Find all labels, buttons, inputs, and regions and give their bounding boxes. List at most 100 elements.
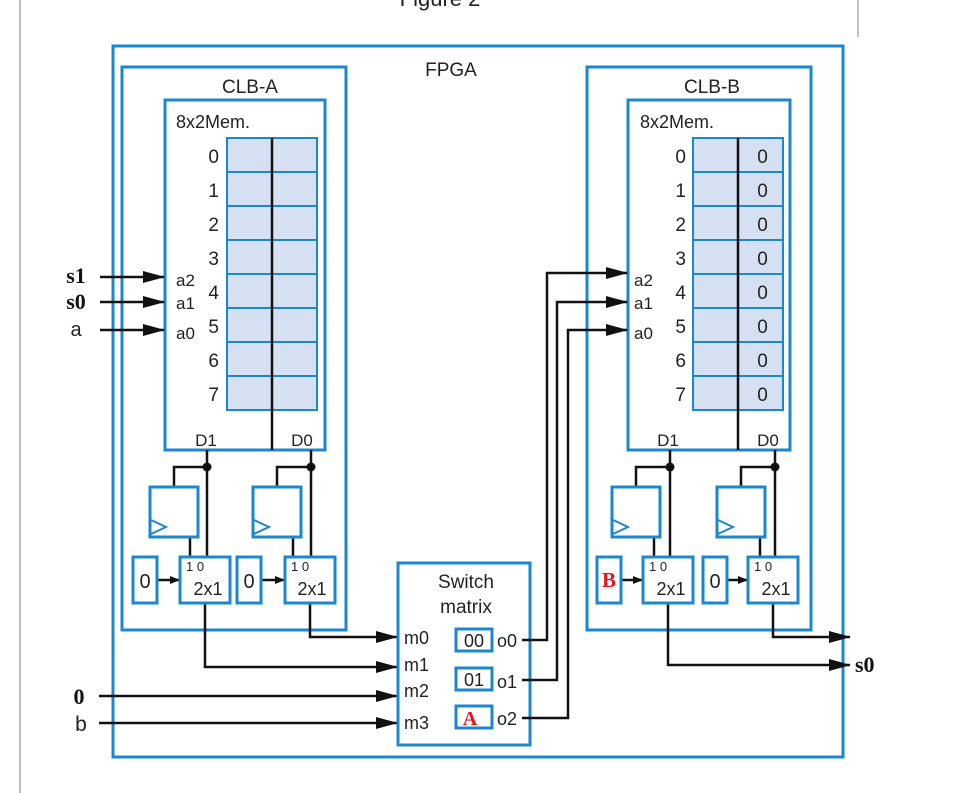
input-s1-label: s1 (66, 263, 86, 288)
clb-a-cell-d0 (271, 375, 318, 411)
clb-a-row-number: 6 (208, 351, 219, 372)
wire-mux-a0-m0 (308, 603, 398, 643)
clb-a-cell-d1 (226, 239, 273, 275)
clb-b-row-number: 2 (675, 215, 686, 236)
clb-b-addr-a0: a0 (634, 324, 653, 343)
input-s0-label: s0 (66, 289, 86, 314)
clb-a-cell-d1 (226, 171, 273, 207)
clb-b-addr-a1: a1 (634, 294, 653, 313)
clb-a-memory-label: 8x2Mem. (176, 112, 250, 132)
clb-b-cell-d0-value: 0 (757, 317, 768, 338)
clb-b-cell-d1 (692, 137, 739, 173)
wire-mux-b0-out (771, 603, 851, 643)
clb-a-const-0 (235, 555, 263, 605)
switch-input-m0: m0 (404, 628, 429, 648)
clb-b-box (585, 65, 813, 632)
clb-a-label: CLB-A (222, 77, 278, 98)
wire-mux-b1-out (666, 603, 851, 671)
clock-icon (612, 519, 631, 535)
clb-b-row-number: 7 (675, 385, 686, 406)
clb-b-d0-label: D0 (757, 431, 779, 450)
clb-b-cell-d1 (692, 239, 739, 275)
output-s0-label: s0 (855, 652, 875, 677)
clb-b-cell-d0 (737, 239, 784, 275)
clock-icon (717, 519, 736, 535)
fpga-label: FPGA (425, 60, 477, 81)
clock-icon (150, 519, 169, 535)
clb-b-mux-0-sel: 1 0 (754, 559, 772, 574)
clb-b-const-1-value: B (602, 568, 616, 592)
clb-b-cell-d0-value: 0 (757, 147, 768, 168)
input-b-label: b (75, 713, 87, 736)
clb-a-cell-d1 (226, 205, 273, 241)
clb-b-cell-d0-value: 0 (757, 283, 768, 304)
clb-a-addr-a1: a1 (176, 294, 195, 313)
clb-b-memory (626, 98, 792, 452)
clb-a-row-number: 1 (208, 181, 219, 202)
clb-a-flipflop-1 (148, 485, 200, 539)
switch-config-o1 (454, 666, 494, 692)
clb-a-box (120, 65, 348, 632)
switch-title-2: matrix (440, 597, 492, 618)
switch-matrix: Switch matrix m0 m1 m2 m3 00 01 A o0 o1 … (396, 561, 532, 747)
switch-output-o2: o2 (497, 709, 517, 729)
switch-title-1: Switch (438, 572, 494, 593)
clb-b-row-number: 0 (675, 147, 686, 168)
clb-b-cell-d1 (692, 205, 739, 241)
switch-output-o0: o0 (497, 631, 517, 651)
clb-a-row-number: 5 (208, 317, 219, 338)
clb-b-logic (621, 450, 851, 671)
clb-b-flipflop-0 (715, 485, 767, 539)
clb-b-cell-d0-value: 0 (757, 215, 768, 236)
clb-a-cell-d1 (226, 341, 273, 377)
clb-a-cell-d0 (271, 171, 318, 207)
clb-b-cell-d1 (692, 171, 739, 207)
clb-a-mux-1-sel: 1 0 (186, 559, 204, 574)
clb-a-mux-0-sel: 1 0 (291, 559, 309, 574)
clb-b-row-number: 4 (675, 283, 686, 304)
clb-b-label: CLB-B (684, 77, 740, 98)
clb-b-const-1 (595, 555, 623, 605)
clb-a-row-number: 3 (208, 249, 219, 270)
wire-o1-a1 (522, 296, 628, 682)
switch-config-o0-value: 00 (464, 631, 484, 651)
clb-a-memory (163, 98, 327, 452)
clb-a-cell-d0 (271, 137, 318, 173)
clb-a-const-0-value: 0 (243, 571, 254, 593)
switch-output-o1: o1 (497, 672, 517, 692)
clb-b-cell-d1 (692, 273, 739, 309)
wire-o0-a2 (522, 267, 628, 642)
clb-a-row-number: 7 (208, 385, 219, 406)
clb-a-flipflop-0 (251, 485, 303, 539)
clb-a-addr-a2: a2 (176, 271, 195, 290)
clb-a-cell-d1 (226, 273, 273, 309)
clb-a-cell-d0 (271, 205, 318, 241)
clb-a-d1-label: D1 (195, 431, 217, 450)
clb-a-cell-d0 (271, 273, 318, 309)
clb-b-cell-d1 (692, 307, 739, 343)
clb-b-mux-1-sel: 1 0 (649, 559, 667, 574)
clb-b-cell-d0 (737, 307, 784, 343)
clb-b-mux-0-label: 2x1 (761, 579, 790, 599)
clb-b-const-0 (701, 555, 729, 605)
clb-b-cell-d1 (692, 341, 739, 377)
clock-icon (253, 519, 272, 535)
clb-a-logic (157, 450, 398, 673)
clb-b-const-0-value: 0 (709, 571, 720, 593)
clb-a-cell-d1 (226, 137, 273, 173)
clb-b-d1-label: D1 (657, 431, 679, 450)
clb-b-mux-1 (641, 555, 695, 605)
figure-caption: Figure 2 (400, 0, 481, 11)
clb-b-row-number: 1 (675, 181, 686, 202)
switch-config-o2 (454, 704, 494, 730)
clb-b-row-number: 6 (675, 351, 686, 372)
clb-a-mux-0-label: 2x1 (297, 579, 326, 599)
clb-b-row-number: 5 (675, 317, 686, 338)
clb-a-mux-1 (178, 555, 232, 605)
clb-a-d0-label: D0 (291, 431, 313, 450)
input-zero-label: 0 (74, 684, 85, 709)
clb-b-mux-1-label: 2x1 (656, 579, 685, 599)
clb-b-addr-a2: a2 (634, 271, 653, 290)
clb-a-mux-0 (283, 555, 337, 605)
